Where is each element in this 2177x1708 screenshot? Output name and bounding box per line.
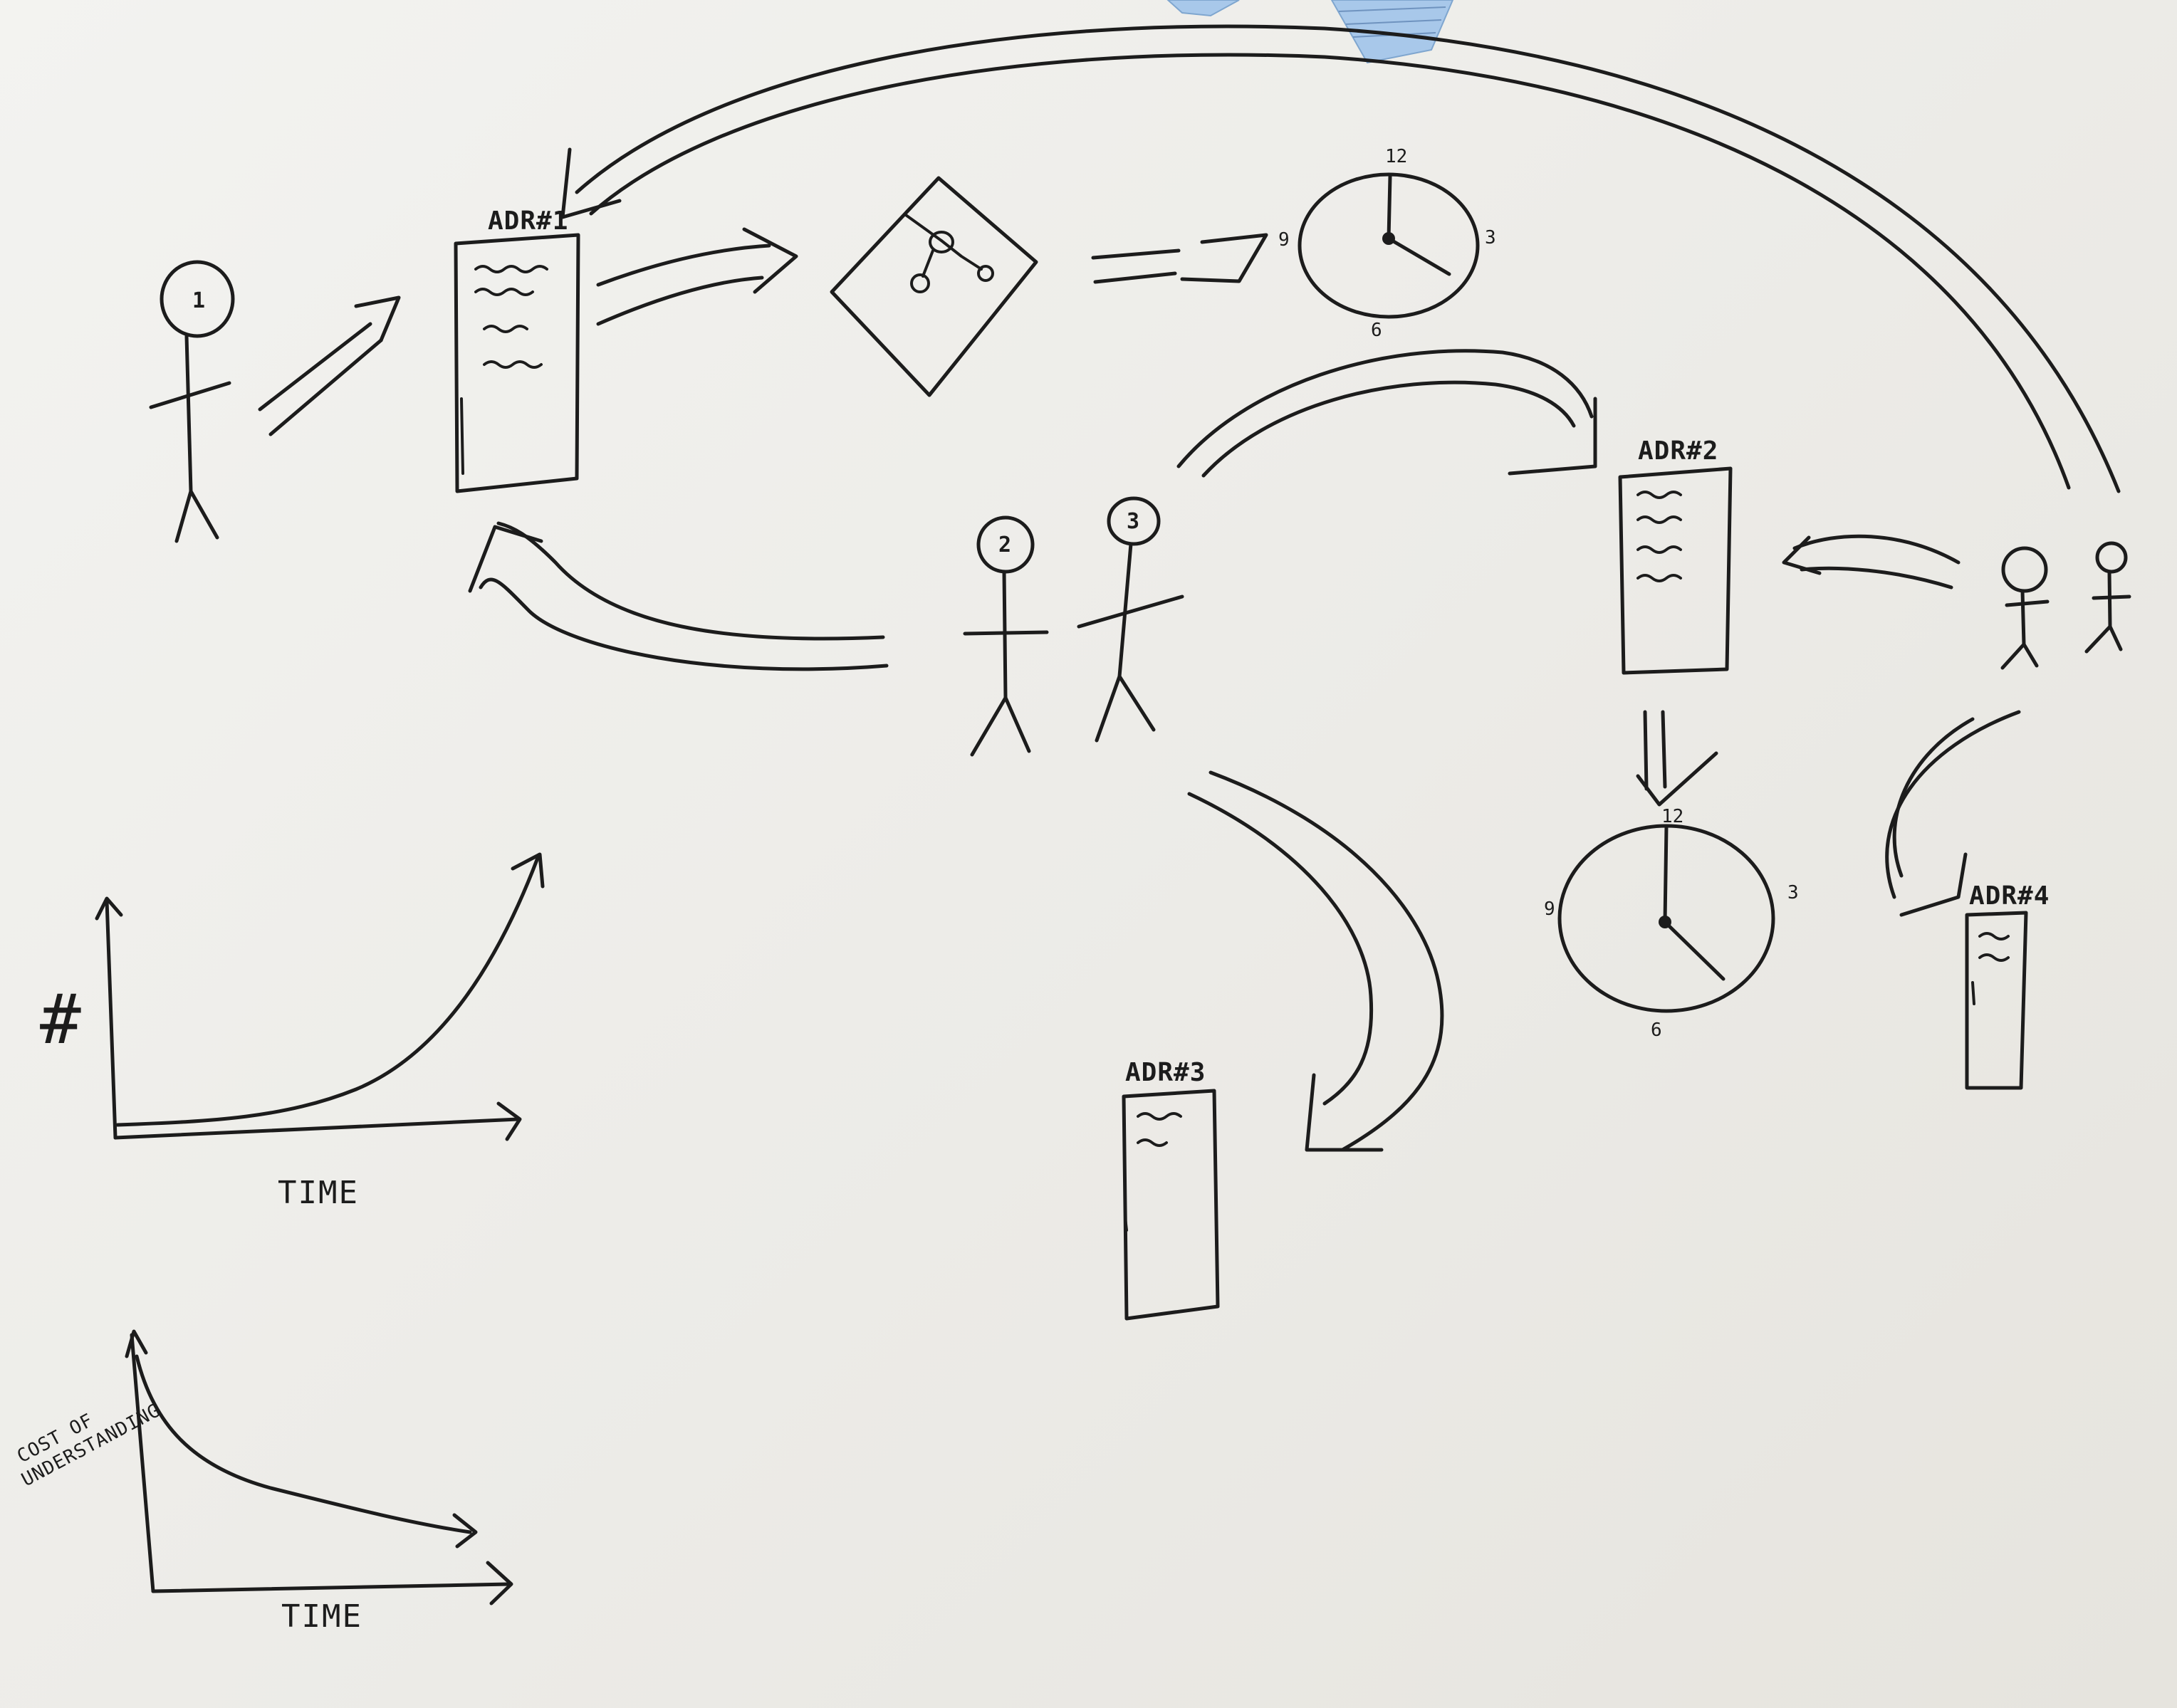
svg-text:9: 9 xyxy=(1544,898,1555,920)
arrow-adr1-to-diagram xyxy=(596,227,798,326)
person-1-label: 1 xyxy=(192,288,205,313)
adr4-document: ADR#4 xyxy=(1965,881,2050,1090)
svg-text:9: 9 xyxy=(1278,229,1290,251)
stick-figure-person-3: 3 xyxy=(1077,496,1184,743)
clock-top: 12 3 6 9 xyxy=(1278,146,1496,341)
chart-count-over-time: # TIME xyxy=(40,852,545,1211)
chart1-ylabel: # xyxy=(40,980,81,1059)
person-3-label: 3 xyxy=(1127,509,1139,534)
arrow-people23-to-adr1 xyxy=(468,521,889,671)
stick-figure-group-right xyxy=(2000,541,2131,670)
adr1-document: ADR#1 xyxy=(454,206,580,493)
sticky-notes xyxy=(1166,0,1454,64)
svg-text:12: 12 xyxy=(1385,146,1407,167)
arrow-right-people-to-adr2 xyxy=(1782,534,1961,590)
series-line-count xyxy=(115,856,540,1127)
arrow-people23-to-adr2 xyxy=(1176,349,1597,478)
arrow-adr2-to-clock-bottom xyxy=(1636,710,1718,807)
chart-cost-of-understanding: COST OF UNDERSTANDING TIME xyxy=(14,1329,513,1635)
adr2-document: ADR#2 xyxy=(1618,436,1733,675)
chart1-xlabel: TIME xyxy=(278,1175,359,1211)
adr4-title: ADR#4 xyxy=(1969,881,2050,911)
arrow-diagram-to-clock xyxy=(1091,233,1268,284)
stick-figure-person-2: 2 xyxy=(963,515,1049,757)
chart2-xlabel: TIME xyxy=(281,1598,362,1635)
adr1-title: ADR#1 xyxy=(488,206,568,236)
svg-text:6: 6 xyxy=(1371,320,1382,341)
stick-figure-person-1: 1 xyxy=(149,260,235,543)
svg-text:6: 6 xyxy=(1651,1020,1662,1041)
architecture-diagram-card xyxy=(830,176,1038,397)
arrow-right-people-to-adr4 xyxy=(1885,710,2021,917)
arrow-people-back-to-adr1-top-arc xyxy=(560,24,2121,493)
svg-text:12: 12 xyxy=(1661,806,1683,827)
series-line-cost xyxy=(135,1354,472,1534)
adr3-title: ADR#3 xyxy=(1125,1058,1206,1087)
svg-text:3: 3 xyxy=(1485,227,1496,248)
clock-bottom: 12 3 6 9 xyxy=(1544,806,1799,1041)
person-2-label: 2 xyxy=(998,533,1011,557)
arrow-person1-to-adr1 xyxy=(258,295,401,436)
adr2-title: ADR#2 xyxy=(1638,436,1718,466)
svg-text:3: 3 xyxy=(1787,882,1799,903)
adr3-document: ADR#3 xyxy=(1122,1058,1220,1321)
arrow-people23-to-adr3 xyxy=(1187,770,1444,1152)
